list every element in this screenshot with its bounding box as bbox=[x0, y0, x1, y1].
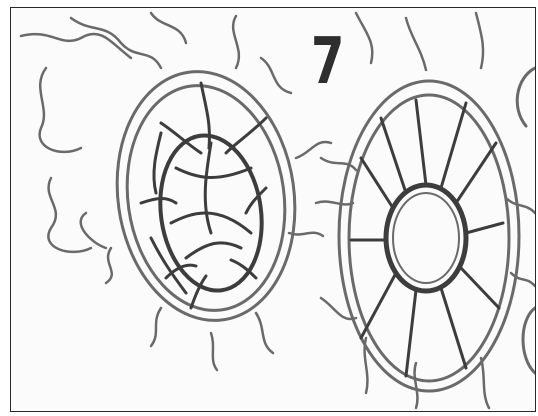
line-drawing bbox=[11, 8, 536, 412]
left-cell-drawing bbox=[21, 13, 331, 370]
right-cell-drawing bbox=[316, 13, 535, 408]
figure-number-label: 7 bbox=[311, 30, 344, 94]
figure-frame: 7 bbox=[10, 7, 536, 412]
